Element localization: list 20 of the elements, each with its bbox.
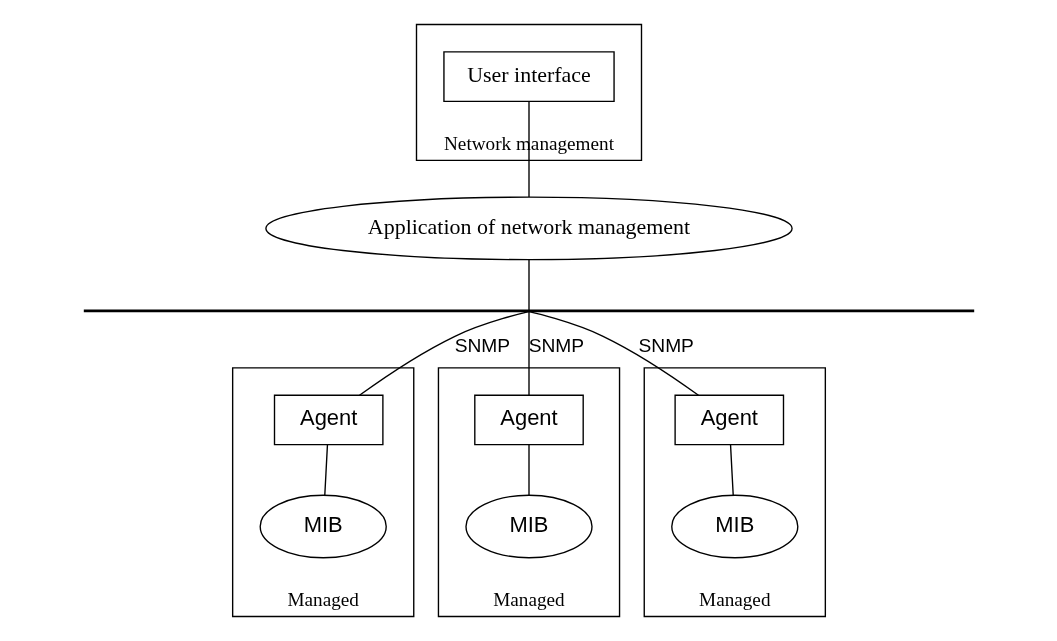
edge-label: SNMP	[454, 334, 510, 356]
connector	[527, 310, 699, 396]
node-box: Agent	[273, 394, 384, 446]
connector	[358, 310, 530, 396]
connector	[527, 259, 530, 311]
edge-label: SNMP	[637, 334, 694, 356]
node-ellipse: MIB	[259, 494, 387, 559]
connector	[527, 101, 530, 198]
node-box: Agent	[473, 394, 584, 446]
connector	[527, 310, 530, 396]
node-ellipse: MIB	[464, 494, 593, 559]
connector	[729, 444, 734, 496]
connector	[323, 444, 328, 496]
connector	[527, 444, 530, 496]
edge-label: SNMP	[528, 334, 584, 356]
node-box: User interface	[442, 51, 615, 102]
node-bar	[83, 309, 974, 313]
node-ellipse: Application of network management	[264, 196, 793, 261]
node-box: Agent	[673, 394, 784, 446]
node-ellipse: MIB	[670, 494, 798, 559]
